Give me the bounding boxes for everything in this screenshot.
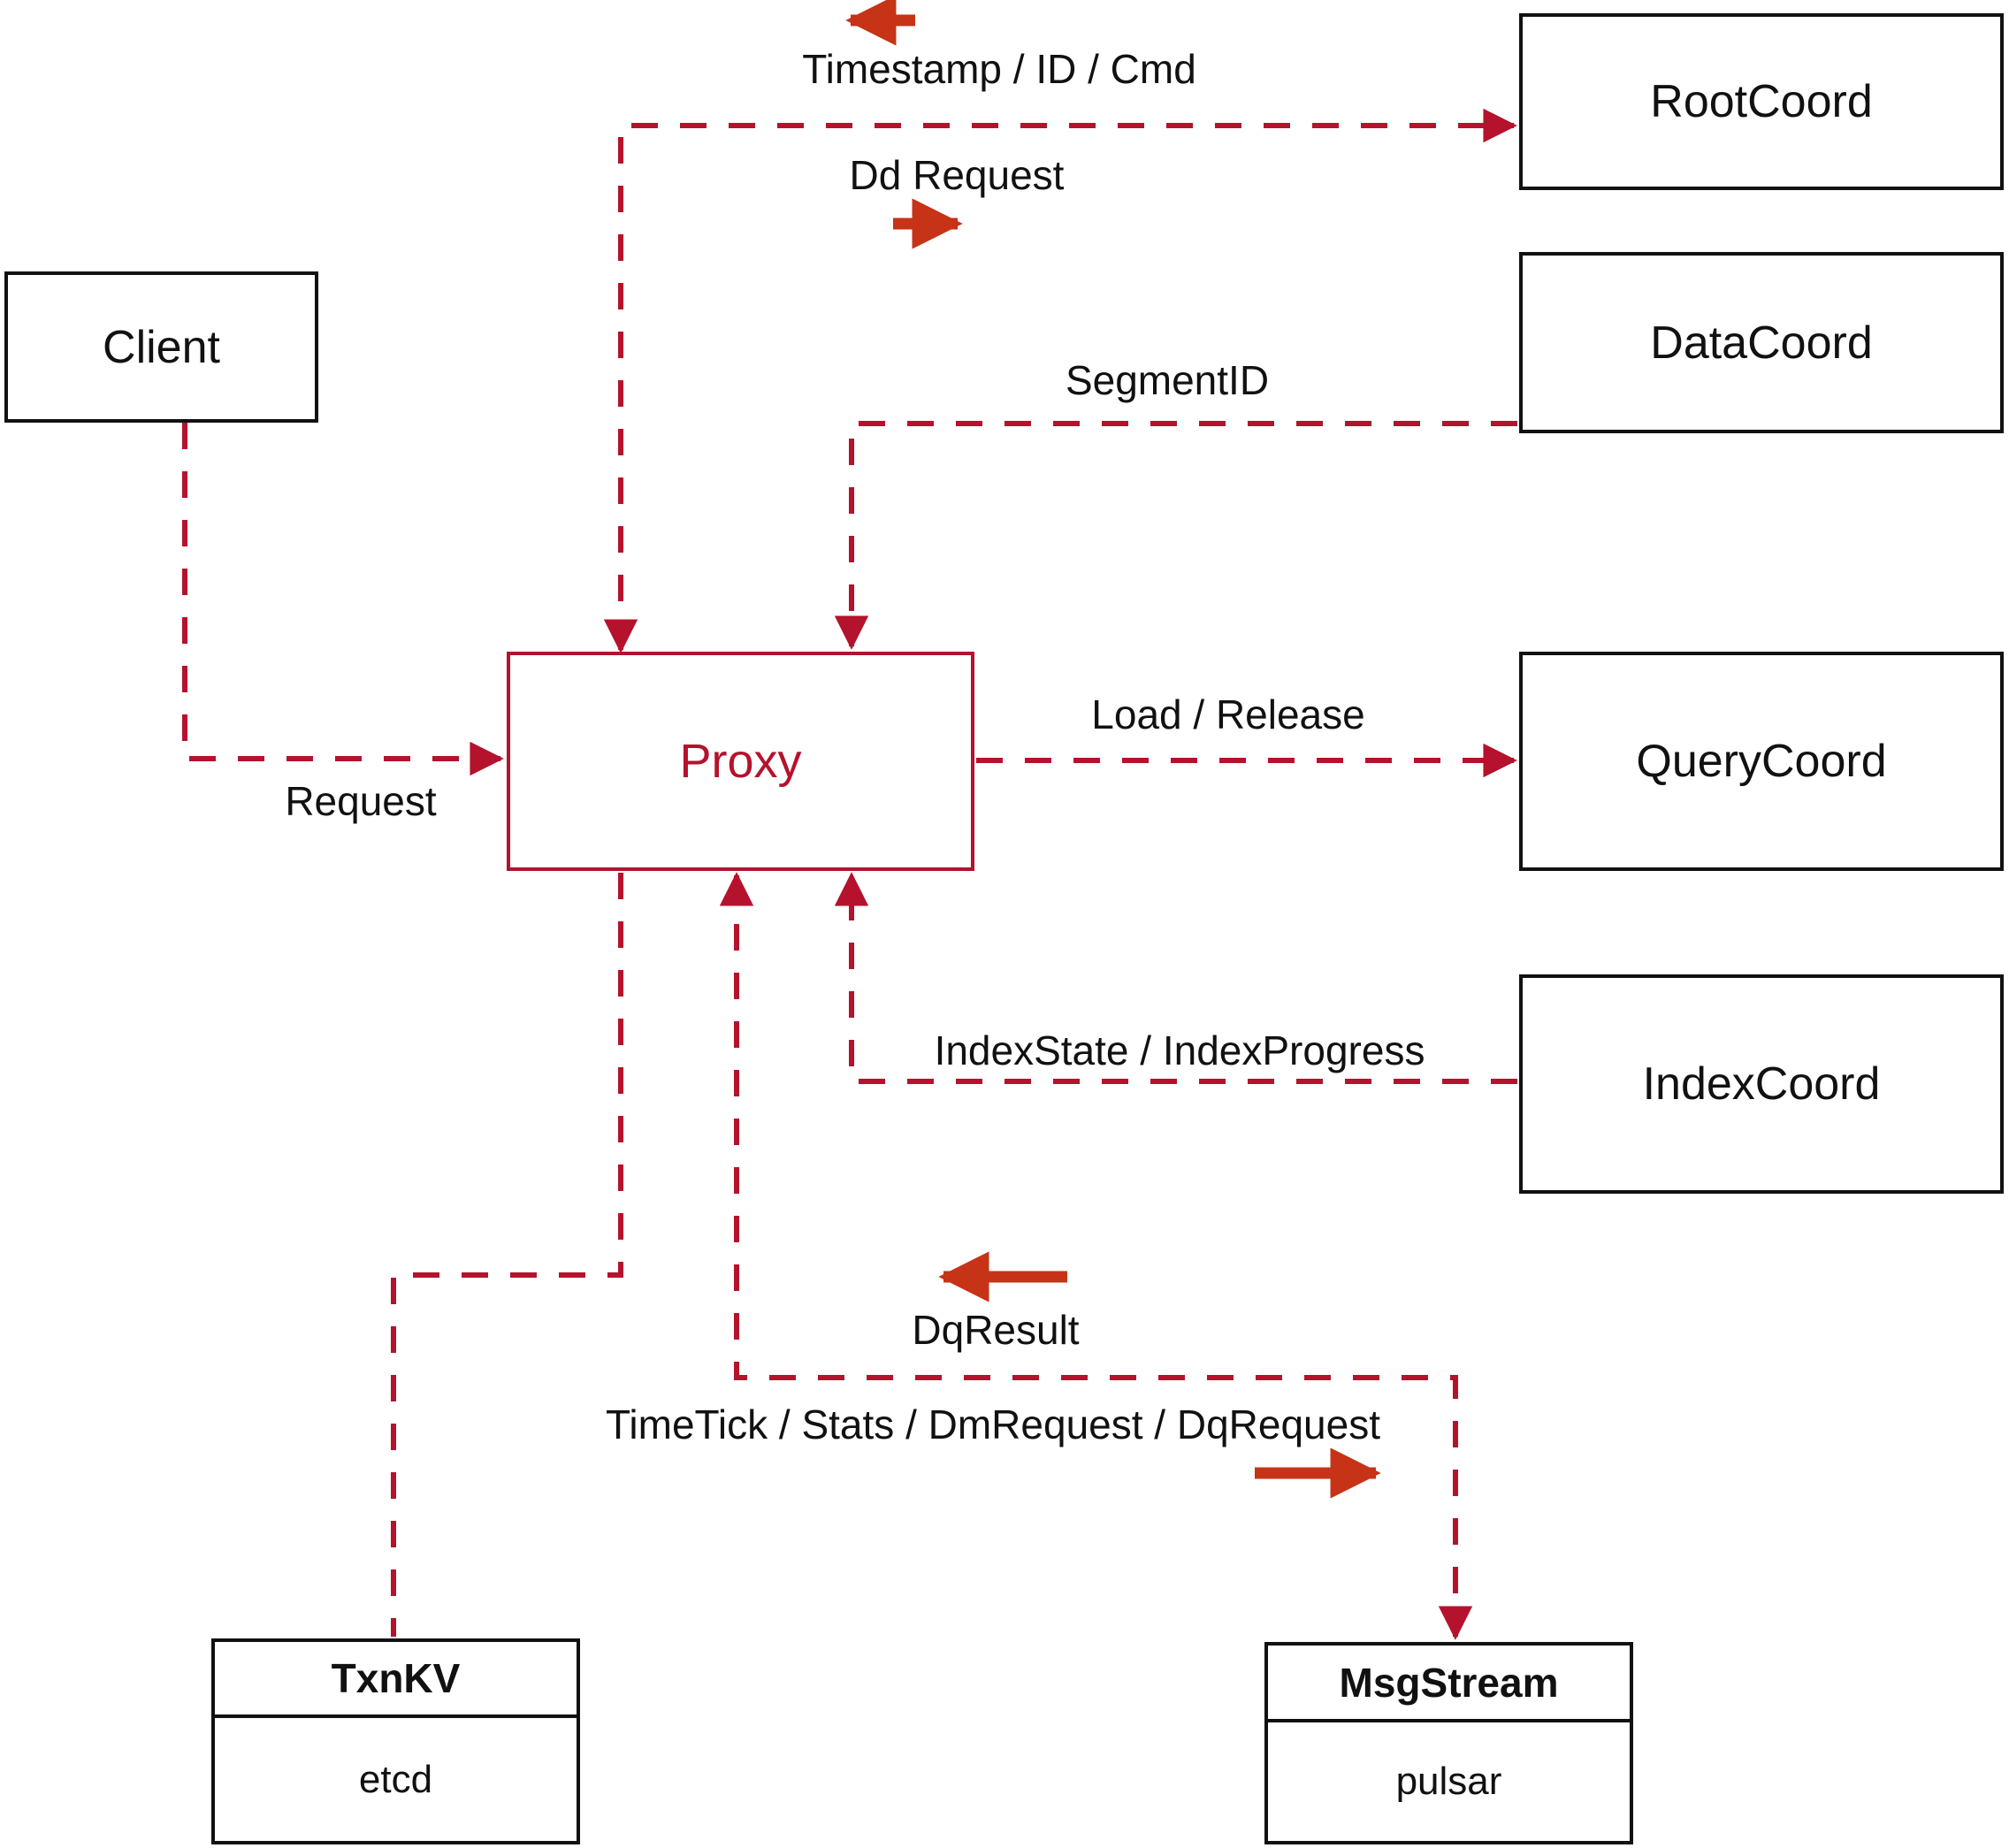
edge-label-request: Request [285, 778, 437, 824]
node-indexcoord: IndexCoord [1519, 974, 2004, 1194]
node-querycoord: QueryCoord [1519, 652, 2004, 871]
node-msgstream: MsgStream pulsar [1264, 1642, 1633, 1844]
node-txnkv: TxnKV etcd [211, 1638, 580, 1844]
node-txnkv-title: TxnKV [215, 1642, 577, 1718]
edge-datacoord-proxy [834, 421, 1517, 650]
edge-client-proxy [182, 423, 504, 776]
node-msgstream-title: MsgStream [1268, 1646, 1630, 1722]
edge-label-load-release: Load / Release [1091, 691, 1365, 737]
node-proxy-label: Proxy [679, 735, 802, 788]
node-querycoord-label: QueryCoord [1636, 736, 1887, 787]
edge-proxy-txnkv [391, 873, 623, 1637]
edge-label-segment-id: SegmentID [1065, 357, 1270, 403]
node-datacoord-label: DataCoord [1650, 317, 1873, 369]
edge-label-dq-result: DqResult [912, 1307, 1080, 1353]
node-rootcoord: RootCoord [1519, 13, 2004, 190]
node-proxy: Proxy [507, 652, 974, 871]
node-indexcoord-label: IndexCoord [1642, 1058, 1881, 1110]
node-client: Client [4, 271, 318, 423]
node-datacoord: DataCoord [1519, 252, 2004, 433]
edge-label-timestamp: Timestamp / ID / Cmd [802, 46, 1196, 92]
node-txnkv-subtitle: etcd [358, 1757, 433, 1801]
edge-label-dd-request: Dd Request [849, 152, 1065, 198]
node-rootcoord-label: RootCoord [1650, 76, 1873, 127]
node-msgstream-subtitle: pulsar [1395, 1760, 1502, 1803]
edge-proxy-rootcoord [603, 108, 1517, 653]
node-client-label: Client [103, 321, 220, 373]
edge-label-timetick: TimeTick / Stats / DmRequest / DqRequest [606, 1401, 1380, 1447]
edge-proxy-msgstream [719, 872, 1473, 1640]
edge-label-index-state: IndexState / IndexProgress [934, 1027, 1425, 1073]
